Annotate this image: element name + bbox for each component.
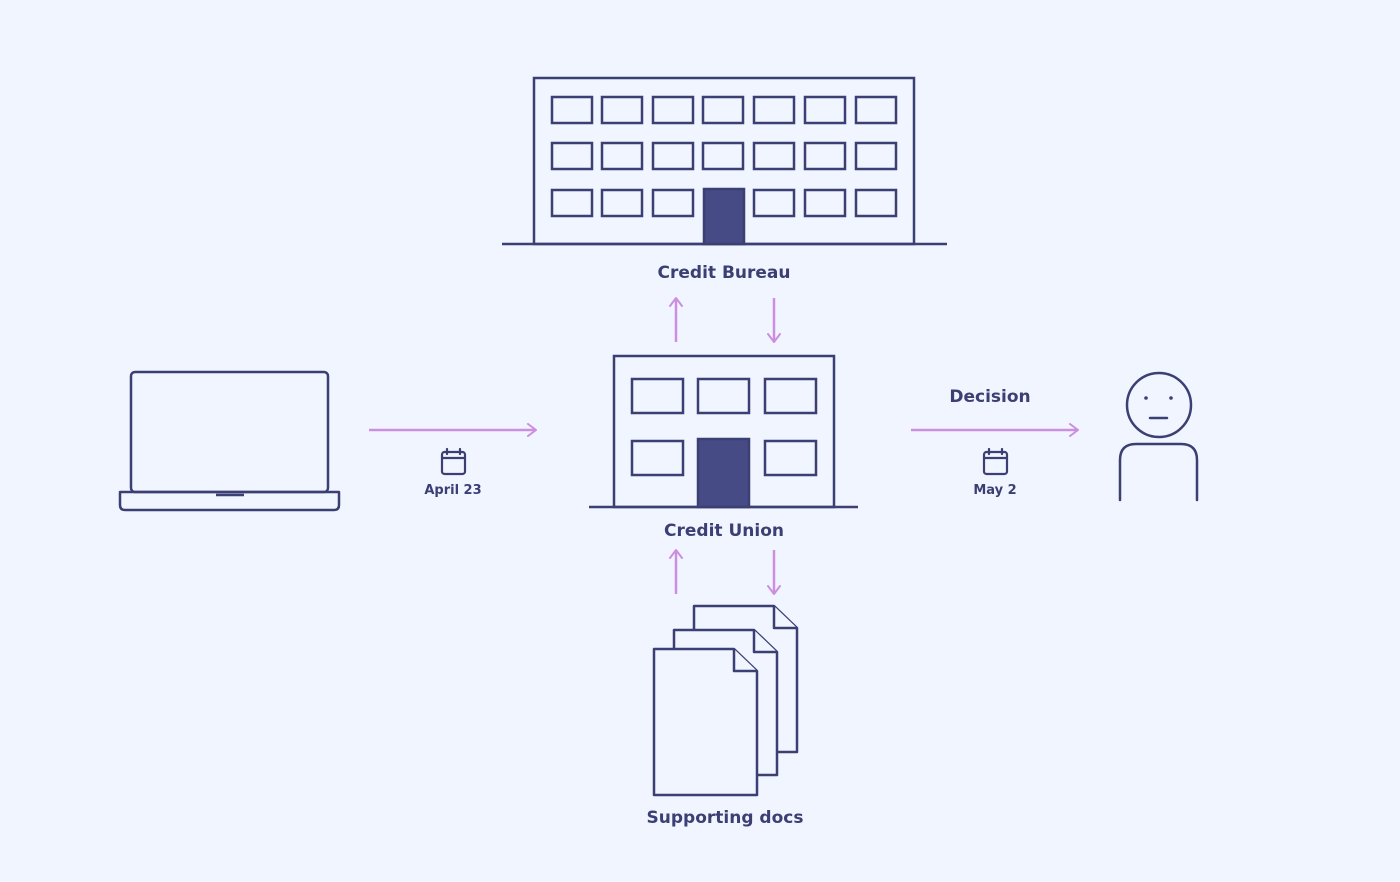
decision-date-label: May 2 (973, 483, 1017, 498)
building-door (702, 187, 746, 246)
office-building-icon (502, 76, 947, 246)
building-windows (550, 95, 898, 218)
application-date-label: April 23 (424, 483, 482, 498)
calendar-icon (440, 447, 467, 476)
documents-stack-icon (652, 604, 799, 797)
supporting-docs-label: Supporting docs (646, 808, 804, 828)
decision-label: Decision (949, 387, 1031, 407)
credit-bureau-label: Credit Bureau (657, 263, 791, 283)
person-icon (1118, 371, 1199, 502)
calendar-icon (982, 447, 1009, 476)
building-door (696, 437, 751, 509)
credit-union-label: Credit Union (664, 521, 784, 541)
bank-building-icon (589, 354, 858, 509)
laptop-icon (118, 370, 341, 512)
